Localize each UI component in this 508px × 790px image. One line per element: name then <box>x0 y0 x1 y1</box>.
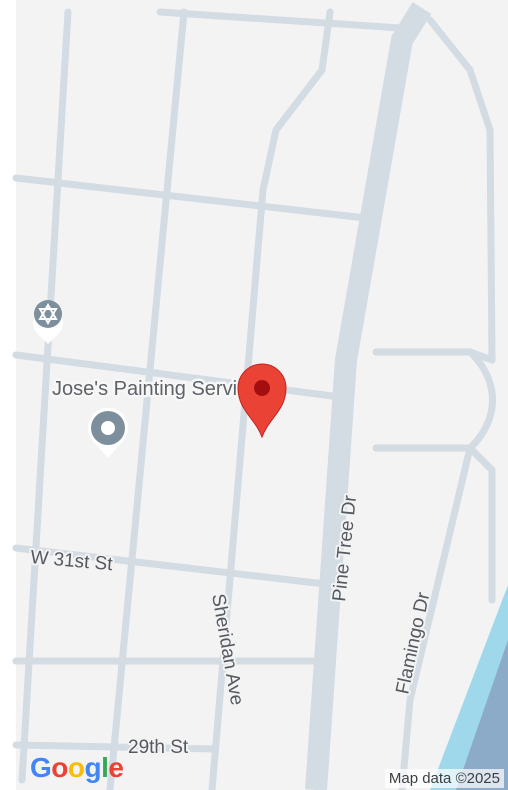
label-w31st: W 31st St <box>30 547 115 575</box>
road-loop-join <box>466 348 496 364</box>
business-label[interactable]: Jose's Painting Services <box>50 376 271 403</box>
pin-body <box>237 363 287 439</box>
road-loop-right <box>466 348 496 452</box>
business-marker[interactable] <box>87 407 129 458</box>
map-edge <box>0 0 16 790</box>
location-pin-icon[interactable] <box>237 363 287 439</box>
label-flamingo: Flamingo Dr <box>392 590 434 696</box>
business-dot-icon <box>101 421 115 435</box>
minor-roads <box>12 8 496 790</box>
road-vertical-2 <box>106 8 188 790</box>
logo-letter-g2: g <box>84 752 102 783</box>
road-vertical-1 <box>18 8 72 784</box>
logo-letter-o1: o <box>51 752 68 783</box>
road-right-lower <box>466 444 496 604</box>
synagogue-marker[interactable] <box>33 300 63 344</box>
logo-letter-e: e <box>108 752 124 783</box>
pin-center <box>254 380 270 396</box>
google-logo: Google <box>30 752 124 784</box>
road-flamingo <box>398 444 474 790</box>
label-29th: 29th St <box>128 737 189 758</box>
logo-letter-l: l <box>101 752 109 783</box>
synagogue-marker-bg <box>34 300 62 328</box>
water-channel <box>456 640 508 790</box>
road-pine-tree <box>305 2 432 790</box>
label-sheridan: Sheridan Ave <box>207 592 247 707</box>
road-w31st <box>12 544 329 588</box>
logo-letter-o2: o <box>67 752 85 783</box>
star-of-david-icon <box>38 302 58 326</box>
road-horizontal-1 <box>12 174 369 222</box>
road-right-curve <box>426 16 496 364</box>
map-attribution[interactable]: Map data ©2025 <box>384 769 504 788</box>
logo-letter-g: G <box>30 752 52 783</box>
road-top <box>156 8 404 32</box>
